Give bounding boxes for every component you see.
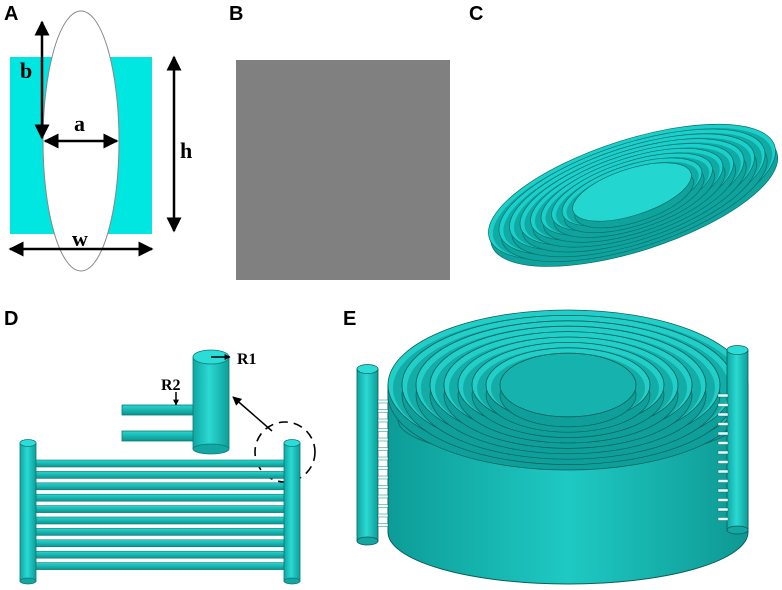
right-stub	[717, 412, 729, 417]
right-stub	[717, 450, 729, 455]
left-stub	[377, 418, 389, 423]
zoom-pointer-arrow	[232, 396, 273, 432]
right-stub	[717, 498, 729, 502]
inset-tube-lower	[121, 430, 199, 442]
panel-c: C	[469, 3, 779, 267]
right-stub	[717, 488, 729, 493]
top-rings	[387, 309, 749, 471]
right-stub	[717, 517, 729, 521]
tube	[35, 562, 285, 570]
inset-header-cylinder	[192, 356, 230, 450]
tube	[35, 516, 285, 525]
panel-e: E	[343, 308, 749, 585]
right-stub	[717, 393, 729, 398]
left-stub	[377, 494, 389, 499]
tube	[35, 482, 285, 491]
left-header	[19, 439, 37, 585]
right-header-top	[283, 439, 301, 447]
tube	[35, 493, 285, 502]
panel-e-label: E	[343, 308, 356, 330]
r2-label: R2	[161, 377, 181, 394]
panel-a: A b a h w	[4, 3, 192, 272]
right-stub	[717, 441, 729, 445]
left-stub	[377, 466, 389, 470]
tube	[35, 459, 285, 468]
tube	[35, 528, 285, 536]
left-stub	[377, 513, 389, 518]
tube	[35, 539, 285, 548]
right-stub	[717, 422, 729, 426]
detail-inset: R1 R2	[121, 349, 257, 455]
left-stub	[377, 523, 389, 527]
right-riser	[726, 345, 749, 535]
right-stub	[717, 460, 729, 464]
gray-square	[236, 60, 450, 280]
left-stub	[377, 409, 389, 413]
panel-b: B	[229, 3, 450, 280]
right-riser-top	[726, 345, 749, 355]
left-header-top	[19, 439, 37, 447]
right-stub	[717, 507, 729, 512]
tube-array	[35, 459, 285, 570]
a-label: a	[74, 111, 85, 136]
right-header	[283, 439, 301, 585]
tube	[35, 550, 285, 559]
left-stub	[377, 447, 389, 451]
right-riser-cylinder	[726, 349, 749, 531]
ring-top	[499, 352, 637, 418]
left-riser	[356, 364, 379, 546]
right-stub	[717, 431, 729, 436]
b-label: b	[20, 58, 32, 83]
left-riser-cylinder	[356, 368, 379, 542]
left-riser-top	[356, 364, 379, 374]
right-header-base	[283, 577, 301, 585]
right-riser-base	[726, 525, 749, 535]
panel-b-label: B	[229, 3, 243, 25]
left-header-base	[19, 577, 37, 585]
left-header-cylinder	[19, 442, 37, 582]
panel-d-label: D	[4, 308, 18, 330]
left-stub	[377, 504, 389, 508]
left-stub	[377, 485, 389, 489]
panel-a-label: A	[4, 3, 18, 25]
ring-top	[572, 162, 692, 222]
panel-d: D R1 R2	[4, 308, 316, 585]
left-stub	[377, 456, 389, 461]
left-stub	[377, 437, 389, 442]
left-stub	[377, 475, 389, 480]
right-stub	[717, 403, 729, 407]
panel-c-label: C	[469, 3, 483, 25]
r1-label: R1	[237, 351, 257, 368]
left-riser-base	[356, 536, 379, 546]
inset-cylinder-base	[192, 443, 230, 455]
left-stub	[377, 399, 389, 404]
tube	[35, 505, 285, 513]
inset-tube-upper	[121, 404, 199, 416]
tube	[35, 471, 285, 479]
right-stub	[717, 479, 729, 483]
left-stub	[377, 428, 389, 432]
connector-stubs	[377, 393, 729, 527]
w-label: w	[72, 226, 88, 251]
right-stub	[717, 469, 729, 474]
reactor-body	[387, 309, 749, 585]
h-label: h	[180, 138, 192, 163]
concentric-rings-3d	[488, 123, 779, 267]
right-header-cylinder	[283, 442, 301, 582]
